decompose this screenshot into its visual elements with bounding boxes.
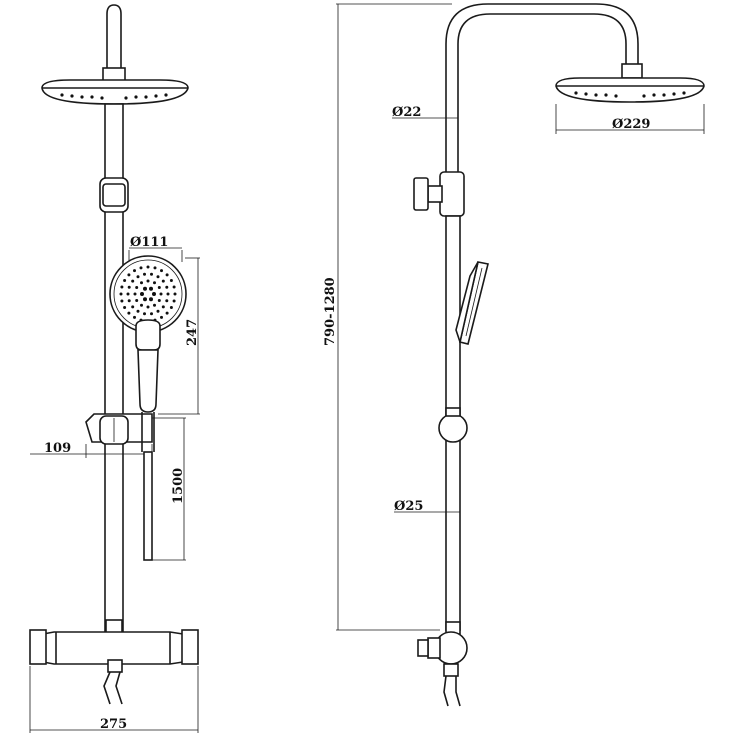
dim-label-arm-diameter: Ø22 [392, 105, 421, 120]
handset-nozzle [146, 265, 150, 269]
handset-nozzle [166, 292, 170, 296]
handset-nozzle [143, 286, 147, 291]
handset-nozzle [169, 279, 173, 282]
handset-nozzle [150, 272, 153, 276]
front-mixer-outlet [107, 659, 123, 673]
side-arm-inner [457, 13, 627, 172]
handset-nozzle [120, 285, 124, 289]
front-handset-nozzles [119, 265, 177, 323]
handset-nozzle [156, 309, 160, 313]
handset-nozzle [127, 285, 131, 289]
handset-nozzle [160, 315, 163, 319]
side-mixer-nut [417, 639, 429, 657]
handset-nozzle [146, 279, 150, 283]
handset-nozzle [131, 279, 135, 283]
handset-nozzle [172, 285, 176, 289]
handset-nozzle [150, 312, 153, 316]
side-overhead-shower [555, 77, 705, 103]
handset-nozzle [139, 266, 143, 270]
front-mixer-right-handle [181, 629, 199, 665]
handset-nozzle [149, 286, 153, 291]
handset-nozzle [136, 275, 140, 279]
side-bracket-arm [427, 185, 443, 203]
front-overhead-nozzles [60, 93, 168, 100]
side-overhead-nozzles [574, 91, 686, 98]
side-arm-outer [445, 3, 639, 172]
handset-nozzle [153, 281, 156, 285]
handset-nozzle [160, 269, 163, 273]
handset-nozzle [133, 269, 136, 273]
handset-nozzle [133, 315, 136, 319]
handset-nozzle [173, 292, 177, 296]
handset-nozzle [135, 299, 139, 302]
handset-nozzle [165, 273, 169, 277]
handset-nozzle [169, 306, 173, 309]
handset-nozzle [153, 266, 157, 270]
handset-nozzle [172, 299, 176, 303]
handset-nozzle [161, 305, 165, 309]
side-mixer-inlet [427, 637, 441, 659]
front-mixer-left-handle [29, 629, 47, 665]
dim-label-hose-length: 1500 [171, 468, 186, 504]
front-hose [143, 451, 153, 561]
handset-nozzle [143, 312, 146, 316]
handset-nozzle [140, 281, 143, 285]
front-top-pipe [106, 4, 122, 72]
front-outlet-hose [103, 671, 123, 705]
side-upper-clamp [439, 171, 465, 217]
handset-nozzle [153, 303, 156, 307]
front-overhead-shower [41, 79, 189, 105]
handset-nozzle [126, 292, 130, 296]
handset-nozzle [131, 305, 135, 309]
dim-label-bracket-offset: 109 [44, 441, 71, 456]
dim-label-handset-length: 247 [185, 319, 200, 346]
handset-nozzle [119, 292, 123, 296]
side-slider-knob [438, 413, 468, 443]
handset-nozzle [143, 297, 147, 302]
front-handset-handle [137, 349, 159, 413]
front-upper-clamp-inner [102, 183, 126, 207]
handset-nozzle [143, 272, 146, 276]
handset-nozzle [140, 303, 143, 307]
handset-nozzle [165, 311, 169, 315]
handset-nozzle [120, 299, 124, 303]
handset-nozzle [127, 311, 131, 315]
dim-label-overhead-diameter: Ø229 [612, 117, 650, 132]
handset-nozzle [123, 306, 127, 309]
dim-label-head-diameter: Ø111 [130, 235, 168, 250]
handset-nozzle [127, 273, 131, 277]
handset-nozzle [159, 292, 163, 296]
side-outlet-hose [443, 675, 461, 707]
handset-nozzle [161, 279, 165, 283]
handset-nozzle [127, 299, 131, 303]
handset-nozzle [136, 309, 140, 313]
handset-nozzle [140, 292, 144, 296]
handset-nozzle [135, 286, 139, 289]
dim-label-height-range: 790-1280 [323, 277, 338, 346]
handset-nozzle [165, 285, 169, 289]
side-wall-plate [413, 177, 429, 211]
dim-label-rail-diameter: Ø25 [394, 499, 423, 514]
handset-nozzle [133, 292, 137, 296]
dim-label-mixer-width: 275 [100, 717, 127, 732]
handset-nozzle [123, 279, 127, 282]
handset-nozzle [152, 292, 156, 296]
side-view: 790-1280 Ø22 Ø229 [323, 3, 705, 707]
front-view: Ø111 247 109 1500 [29, 4, 200, 733]
handset-nozzle [165, 299, 169, 303]
handset-nozzle [156, 275, 160, 279]
handset-nozzle [157, 286, 161, 289]
handset-nozzle [157, 299, 161, 302]
side-mixer-outlet [443, 663, 459, 677]
front-handset-button [135, 319, 161, 351]
side-head-connector [621, 63, 643, 79]
side-handset-body [455, 261, 479, 345]
handset-nozzle [146, 305, 150, 309]
handset-nozzle [149, 297, 153, 302]
